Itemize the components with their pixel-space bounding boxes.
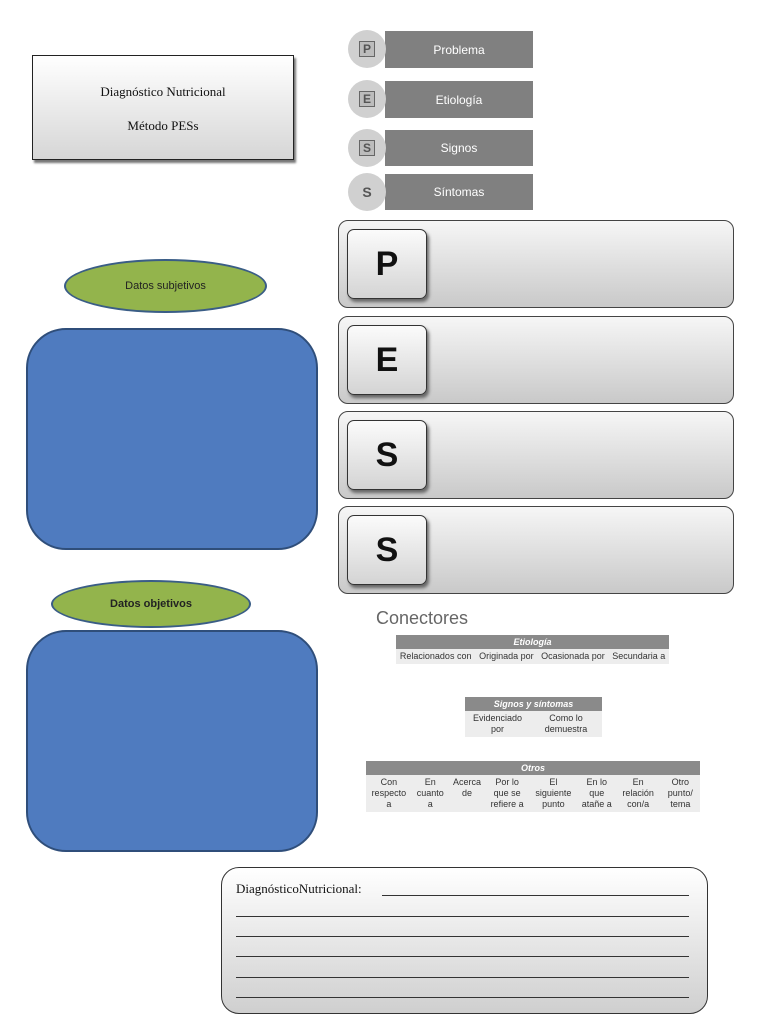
- diagnosis-line[interactable]: [236, 997, 689, 998]
- pes-key-p: P: [347, 229, 427, 299]
- subjective-data-box[interactable]: [26, 328, 318, 550]
- legend-circle-s2: S: [348, 173, 386, 211]
- oval-label: Datos objetivos: [110, 598, 192, 610]
- pes-key-s1: S: [347, 420, 427, 490]
- diagnosis-line[interactable]: [236, 936, 689, 937]
- table-cell: Relacionados con: [396, 649, 476, 664]
- legend-circle-s1: S: [348, 129, 386, 167]
- legend-circle-e: E: [348, 80, 386, 118]
- table-cell: Secundaria a: [608, 649, 669, 664]
- letter-s-icon: S: [359, 140, 375, 156]
- legend-bar-signos: Signos: [385, 130, 533, 166]
- table-signos-sintomas: Signos y síntomas Evidenciado por Como l…: [465, 697, 602, 737]
- objective-data-box[interactable]: [26, 630, 318, 852]
- diagnosis-line[interactable]: [236, 956, 689, 957]
- legend-bar-problema: Problema: [385, 31, 533, 68]
- title-line-2: Método PESs: [127, 118, 199, 133]
- table-etiologia: Etiología Relacionados con Originada por…: [396, 635, 669, 664]
- table-otros: Otros Con respecto a En cuanto a Acerca …: [366, 761, 700, 812]
- table-cell: Evidenciado por: [465, 711, 531, 737]
- pes-row-sintomas[interactable]: S: [338, 506, 734, 594]
- table-cell: Acerca de: [448, 775, 486, 812]
- pes-key-e: E: [347, 325, 427, 395]
- letter-p-icon: P: [359, 41, 375, 57]
- title-line-1: Diagnóstico Nutricional: [100, 84, 226, 99]
- letter-e-icon: E: [359, 91, 375, 107]
- diagnosis-line[interactable]: [236, 916, 689, 917]
- oval-datos-objetivos: Datos objetivos: [51, 580, 251, 628]
- legend-bar-sintomas: Síntomas: [385, 174, 533, 210]
- legend-bar-etiologia: Etiología: [385, 81, 533, 118]
- table-cell: Como lo demuestra: [530, 711, 602, 737]
- table-cell: En cuanto a: [411, 775, 449, 812]
- diagnosis-box[interactable]: DiagnósticoNutricional:: [221, 867, 708, 1014]
- letter-s-icon: S: [362, 184, 372, 200]
- table-cell: En relación con/a: [615, 775, 661, 812]
- table-cell: En lo que atañe a: [577, 775, 616, 812]
- table-cell: Ocasionada por: [537, 649, 609, 664]
- table-cell: Originada por: [475, 649, 538, 664]
- oval-label: Datos subjetivos: [125, 280, 206, 292]
- table-header: Signos y síntomas: [465, 697, 602, 711]
- table-cell: Con respecto a: [366, 775, 412, 812]
- table-cell: El siguiente punto: [528, 775, 578, 812]
- pes-row-problema[interactable]: P: [338, 220, 734, 308]
- connectors-title: Conectores: [376, 608, 469, 628]
- oval-datos-subjetivos: Datos subjetivos: [64, 259, 267, 313]
- title-box: Diagnóstico Nutricional Método PESs: [32, 55, 294, 160]
- legend-label: Síntomas: [433, 185, 485, 199]
- legend-label: Signos: [440, 141, 478, 155]
- table-cell: Otro punto/ tema: [660, 775, 700, 812]
- pes-row-etiologia[interactable]: E: [338, 316, 734, 404]
- table-header: Otros: [366, 761, 700, 775]
- table-cell: Por lo que se refiere a: [485, 775, 529, 812]
- diagnosis-line[interactable]: [382, 895, 689, 896]
- pes-key-s2: S: [347, 515, 427, 585]
- legend-label: Etiología: [435, 92, 483, 107]
- diagnosis-line[interactable]: [236, 977, 689, 978]
- diagnosis-label: DiagnósticoNutricional:: [236, 881, 362, 896]
- table-header: Etiología: [396, 635, 669, 649]
- legend-circle-p: P: [348, 30, 386, 68]
- pes-row-signos[interactable]: S: [338, 411, 734, 499]
- legend-label: Problema: [433, 42, 485, 57]
